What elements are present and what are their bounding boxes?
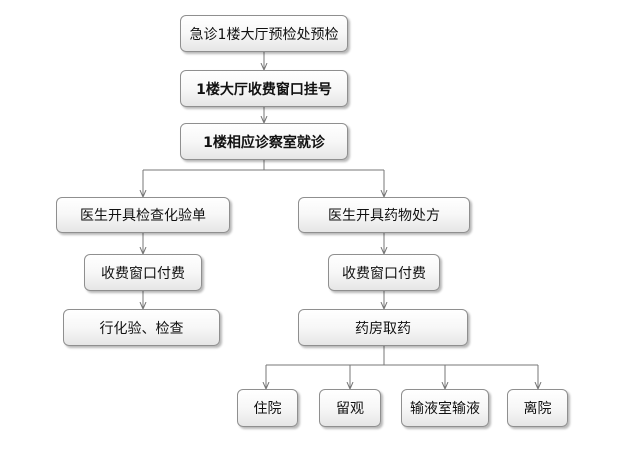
node-pharmacy: 药房取药	[298, 309, 468, 346]
node-prescription: 医生开具药物处方	[298, 197, 470, 233]
node-lab-order: 医生开具检查化验单	[56, 197, 230, 233]
node-register: 1楼大厅收费窗口挂号	[180, 70, 348, 107]
node-discharge: 离院	[507, 389, 568, 427]
node-pay-left: 收费窗口付费	[84, 254, 202, 291]
node-triage: 急诊1楼大厅预检处预检	[180, 15, 348, 52]
node-do-tests: 行化验、检查	[63, 309, 220, 346]
node-hospitalize: 住院	[237, 389, 298, 427]
node-observe: 留观	[319, 389, 381, 427]
node-pay-right: 收费窗口付费	[328, 254, 440, 291]
edge-consult-branches	[143, 160, 265, 171]
node-consult: 1楼相应诊察室就诊	[180, 123, 348, 160]
node-infusion: 输液室输液	[401, 389, 489, 427]
